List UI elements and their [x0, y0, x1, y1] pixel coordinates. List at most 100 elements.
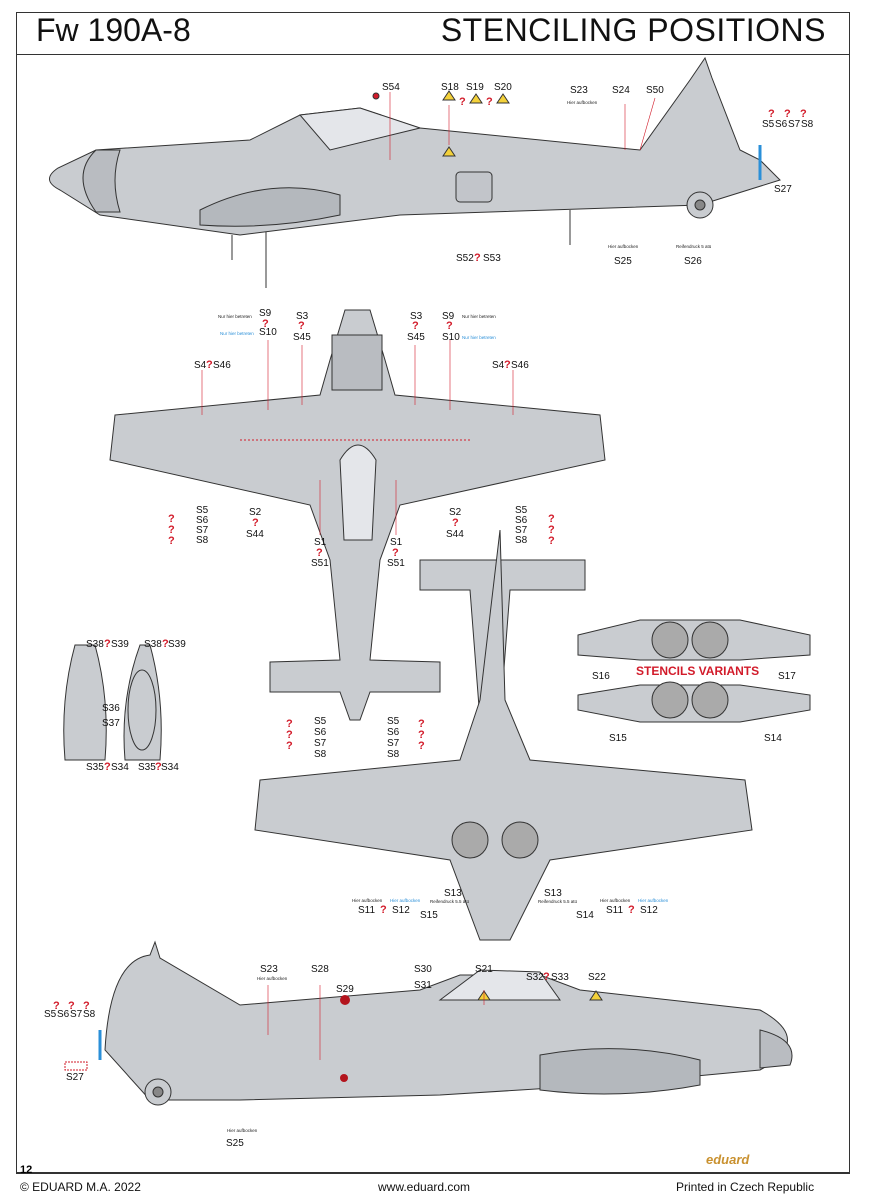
stencil-label-s8: S8 [515, 535, 528, 546]
unknown-marker: ? [446, 320, 453, 332]
bottom-view [254, 529, 753, 941]
stencil-label-s6: S6 [57, 1009, 70, 1020]
page-frame [16, 12, 850, 1174]
stencil-label-s7: S7 [387, 738, 400, 749]
stencil-label-s5: S5 [762, 119, 775, 130]
stencil-label-s35: S35 [86, 762, 104, 773]
stencil-label-s8: S8 [314, 749, 327, 760]
stencil-label-s38: S38 [144, 639, 162, 650]
stencil-label-s5: S5 [196, 505, 209, 516]
stencil-label-s14: S14 [764, 733, 782, 744]
stencil-label-s2: S2 [449, 507, 462, 518]
unknown-marker: ? [504, 359, 511, 371]
stencil-label-s7: S7 [515, 525, 528, 536]
model-title: Fw 190A-8 [36, 12, 191, 48]
unknown-marker: ? [548, 513, 555, 525]
stencil-label-s34: S34 [161, 762, 179, 773]
unknown-marker: ? [628, 904, 635, 916]
stencil-label-s5: S5 [314, 716, 327, 727]
unknown-marker: ? [418, 740, 425, 752]
tiny-stencil-text: Hier aufbocken [227, 1128, 258, 1133]
stencil-label-s14: S14 [576, 910, 594, 921]
unknown-marker: ? [486, 96, 493, 108]
side-view-top [49, 56, 781, 288]
unknown-marker: ? [784, 108, 791, 120]
stencil-label-s26: S26 [684, 256, 702, 267]
stencil-label-s28: S28 [311, 964, 329, 975]
stencil-label-s45: S45 [293, 332, 311, 343]
stencil-leaders [201, 92, 656, 1060]
unknown-marker: ? [418, 729, 425, 741]
stencil-label-s2: S2 [249, 507, 262, 518]
side-view-bottom [64, 940, 793, 1106]
unknown-marker: ? [543, 971, 550, 983]
unknown-marker: ? [286, 740, 293, 752]
printed-in: Printed in Czech Republic [676, 1180, 815, 1194]
stencil-label-s5: S5 [515, 505, 528, 516]
tiny-stencil-text: Nur hier betreten [220, 331, 254, 336]
stencil-label-s4: S4 [492, 360, 505, 371]
stencil-label-s12: S12 [640, 905, 658, 916]
unknown-marker: ? [162, 638, 169, 650]
stencil-label-s23: S23 [570, 85, 588, 96]
stencil-label-s16: S16 [592, 671, 610, 682]
stencil-label-s3: S3 [296, 311, 309, 322]
unknown-marker: ? [168, 513, 175, 525]
unknown-marker: ? [316, 547, 323, 559]
tiny-stencil-text: Reifendruck 5.5 atü [538, 899, 578, 904]
tiny-stencil-text: Hier aufbocken [257, 976, 288, 981]
tiny-stencil-text: Hier aufbocken [608, 244, 639, 249]
stencil-label-s6: S6 [515, 515, 528, 526]
top-view [109, 309, 606, 721]
page-number: 12 [20, 1164, 33, 1176]
stencil-label-s46: S46 [213, 360, 231, 371]
stencil-label-s25: S25 [614, 256, 632, 267]
stencil-label-s9: S9 [442, 311, 455, 322]
stencil-label-s13: S13 [544, 888, 562, 899]
stencil-label-s10: S10 [259, 327, 277, 338]
stencil-label-s12: S12 [392, 905, 410, 916]
stencil-label-s15: S15 [609, 733, 627, 744]
stencil-label-s27: S27 [66, 1072, 84, 1083]
unknown-marker: ? [168, 535, 175, 547]
unknown-marker: ? [380, 904, 387, 916]
stencil-label-s6: S6 [196, 515, 209, 526]
stencil-label-s31: S31 [414, 980, 432, 991]
unknown-marker: ? [286, 718, 293, 730]
stencil-label-s44: S44 [446, 529, 464, 540]
unknown-marker: ? [548, 524, 555, 536]
tiny-stencil-text: Hier aufbocken [567, 100, 598, 105]
unknown-marker: ? [418, 718, 425, 730]
tiny-stencil-text: Hier aufbocken [600, 898, 631, 903]
stencil-label-s33: S33 [551, 972, 569, 983]
stencil-label-s4: S4 [194, 360, 207, 371]
stencil-label-s7: S7 [70, 1009, 83, 1020]
tiny-stencil-text: Hier aufbocken [638, 898, 669, 903]
stencil-label-s13: S13 [444, 888, 462, 899]
header-divider [16, 54, 850, 55]
stencil-label-s44: S44 [246, 529, 264, 540]
stencil-label-s7: S7 [196, 525, 209, 536]
stencil-label-s1: S1 [314, 537, 327, 548]
stencil-label-s34: S34 [111, 762, 129, 773]
stencil-label-s46: S46 [511, 360, 529, 371]
stencil-label-s54: S54 [382, 82, 400, 93]
stencil-label-s19: S19 [466, 82, 484, 93]
stencil-label-s51: S51 [387, 558, 405, 569]
stencil-label-s39: S39 [111, 639, 129, 650]
stencil-label-s52: S52 [456, 253, 474, 264]
stencil-label-s45: S45 [407, 332, 425, 343]
stencil-label-s37: S37 [102, 718, 120, 729]
unknown-marker: ? [452, 517, 459, 529]
unknown-marker: ? [104, 761, 111, 773]
stencil-label-s32: S32 [526, 972, 544, 983]
stencil-label-s1: S1 [390, 537, 403, 548]
stencil-label-s30: S30 [414, 964, 432, 975]
unknown-marker: ? [800, 108, 807, 120]
copyright: © EDUARD M.A. 2022 [20, 1180, 141, 1194]
stencil-label-s11: S11 [606, 905, 624, 916]
stencil-label-s17: S17 [778, 671, 796, 682]
stencil-label-s7: S7 [788, 119, 801, 130]
unknown-marker: ? [155, 761, 162, 773]
tiny-stencil-text: Reifendruck 5 atü [676, 244, 712, 249]
